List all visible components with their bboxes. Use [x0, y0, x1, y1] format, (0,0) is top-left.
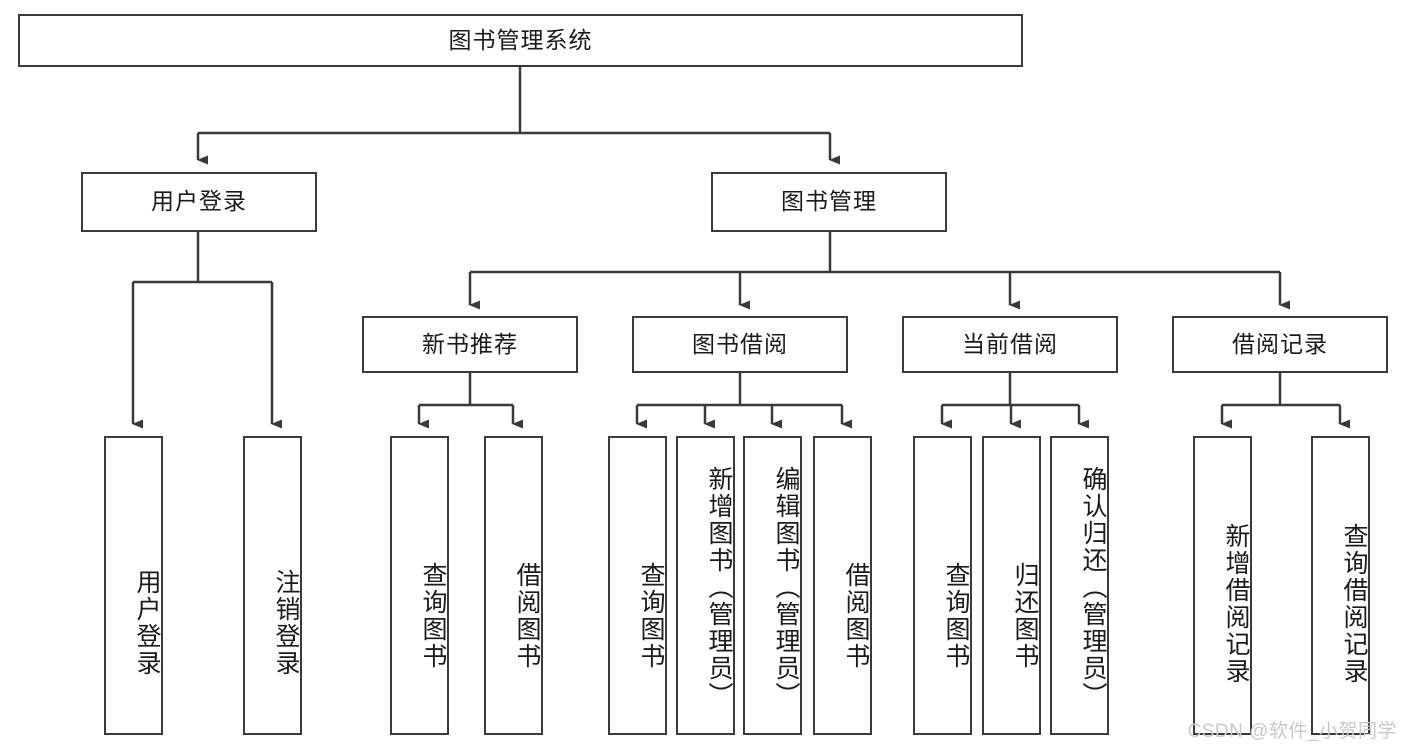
- node-leaf-user-login-label: 用户登录: [133, 569, 161, 677]
- node-current-borrow-label: 当前借阅: [962, 330, 1058, 357]
- node-leaf-borrow-book-recommend[interactable]: 借阅图书: [484, 436, 543, 735]
- node-leaf-logout-label: 注销登录: [272, 569, 300, 677]
- node-leaf-user-login[interactable]: 用户登录: [104, 436, 163, 735]
- node-user-login[interactable]: 用户登录: [81, 172, 317, 232]
- node-leaf-borrow-book-recommend-label: 借阅图书: [513, 561, 541, 670]
- node-leaf-borrow-book-borrow-label: 借阅图书: [842, 561, 870, 670]
- node-leaf-query-book-current-label: 查询图书: [942, 561, 970, 670]
- node-leaf-query-book-current[interactable]: 查询图书: [913, 436, 972, 735]
- node-leaf-query-book-recommend-label: 查询图书: [419, 561, 447, 670]
- node-leaf-query-book-borrow-label: 查询图书: [637, 561, 665, 670]
- node-leaf-add-borrow-record-label: 新增借阅记录: [1222, 522, 1250, 685]
- node-new-book-recommend-label: 新书推荐: [422, 330, 518, 357]
- node-root-label: 图书管理系统: [448, 26, 593, 53]
- watermark-text: CSDN @软件_小贺同学: [1187, 721, 1397, 742]
- node-borrow-record[interactable]: 借阅记录: [1172, 316, 1388, 373]
- node-leaf-confirm-return-admin[interactable]: 确认归还（管理员）: [1050, 436, 1109, 735]
- node-leaf-borrow-book-borrow[interactable]: 借阅图书: [813, 436, 872, 735]
- node-leaf-query-borrow-record-label: 查询借阅记录: [1340, 522, 1368, 685]
- node-current-borrow[interactable]: 当前借阅: [902, 316, 1118, 373]
- node-leaf-add-book-admin-label: 新增图书（管理员）: [705, 466, 733, 709]
- node-leaf-logout[interactable]: 注销登录: [243, 436, 302, 735]
- node-book-management[interactable]: 图书管理: [711, 172, 947, 232]
- node-book-borrow-label: 图书借阅: [692, 330, 788, 357]
- node-leaf-add-borrow-record[interactable]: 新增借阅记录: [1193, 436, 1252, 735]
- node-leaf-query-borrow-record[interactable]: 查询借阅记录: [1311, 436, 1370, 735]
- node-book-borrow[interactable]: 图书借阅: [632, 316, 848, 373]
- node-user-login-label: 用户登录: [151, 188, 247, 215]
- node-leaf-edit-book-admin-label: 编辑图书（管理员）: [772, 466, 800, 709]
- node-borrow-record-label: 借阅记录: [1232, 330, 1328, 357]
- node-leaf-edit-book-admin[interactable]: 编辑图书（管理员）: [743, 436, 802, 735]
- node-new-book-recommend[interactable]: 新书推荐: [362, 316, 578, 373]
- node-leaf-add-book-admin[interactable]: 新增图书（管理员）: [676, 436, 735, 735]
- node-leaf-return-book[interactable]: 归还图书: [982, 436, 1041, 735]
- node-leaf-query-book-borrow[interactable]: 查询图书: [608, 436, 667, 735]
- node-leaf-query-book-recommend[interactable]: 查询图书: [390, 436, 449, 735]
- node-book-management-label: 图书管理: [781, 188, 877, 215]
- node-leaf-confirm-return-admin-label: 确认归还（管理员）: [1079, 466, 1107, 709]
- node-leaf-return-book-label: 归还图书: [1011, 561, 1039, 670]
- node-root-system[interactable]: 图书管理系统: [18, 14, 1023, 67]
